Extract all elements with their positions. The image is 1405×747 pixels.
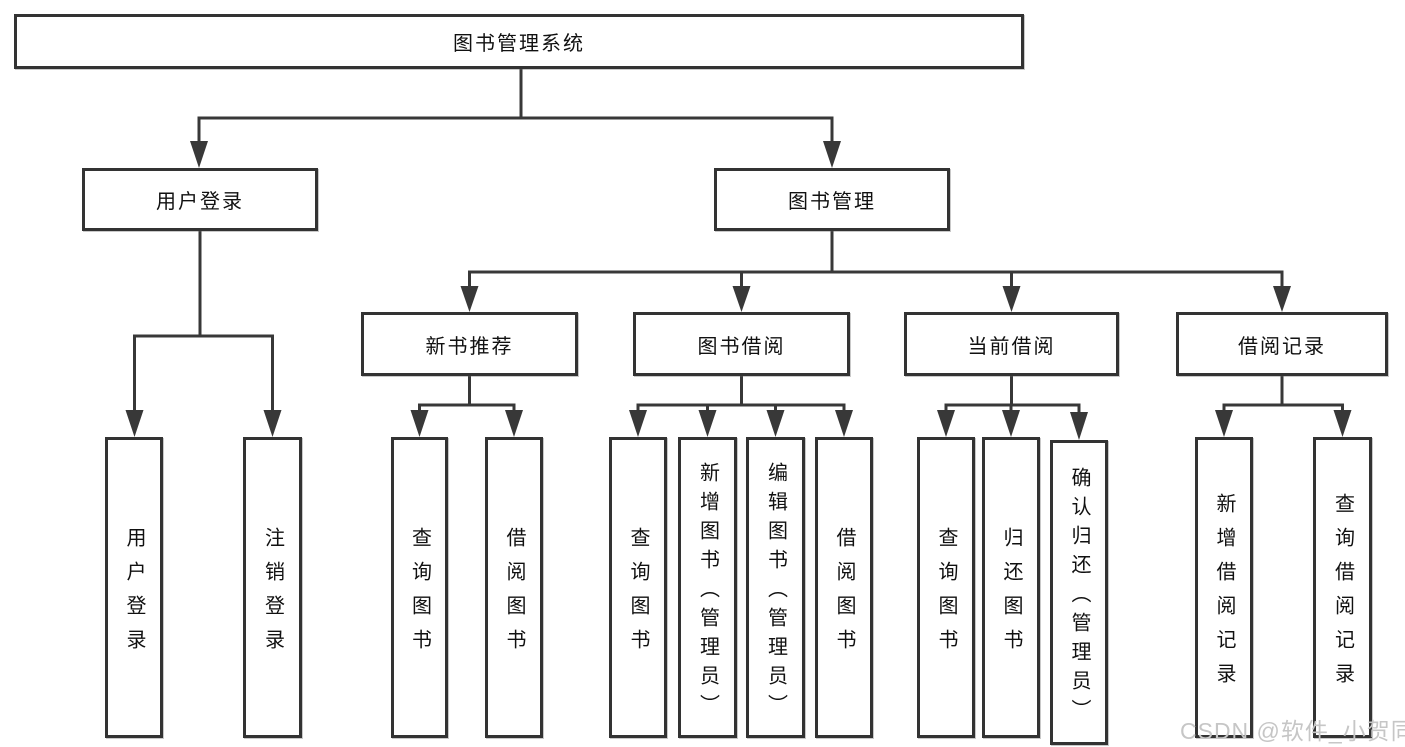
leaf-query-book: 查询图书 [391, 437, 448, 738]
node-label: 用户登录 [156, 191, 244, 213]
node-label: 图书管理系统 [453, 33, 585, 55]
node-new-book-recommend: 新书推荐 [361, 312, 578, 376]
node-root-system: 图书管理系统 [14, 14, 1024, 69]
leaf-label: 借阅图书 [833, 526, 855, 663]
leaf-label: 归还图书 [1000, 526, 1022, 663]
leaf-label: 用户登录 [123, 526, 145, 663]
leaf-user-login: 用户登录 [105, 437, 163, 738]
node-book-borrow: 图书借阅 [633, 312, 850, 376]
leaf-confirm-return-admin: 确认归还（管理员） [1050, 440, 1108, 745]
leaf-label: 借阅图书 [503, 526, 525, 663]
leaf-label: 查询图书 [935, 526, 957, 663]
leaf-label: 新增图书（管理员） [696, 461, 719, 723]
node-label: 图书管理 [788, 191, 876, 213]
leaf-query-book: 查询图书 [917, 437, 975, 738]
leaf-label: 注销登录 [261, 526, 284, 663]
leaf-return-book: 归还图书 [982, 437, 1040, 738]
leaf-label: 新增借阅记录 [1213, 492, 1235, 697]
node-label: 新书推荐 [425, 335, 514, 358]
leaf-label: 查询图书 [408, 526, 431, 663]
node-book-management: 图书管理 [714, 168, 950, 231]
leaf-add-borrow-record: 新增借阅记录 [1195, 437, 1253, 738]
leaf-logout: 注销登录 [243, 437, 302, 738]
leaf-borrow-book: 借阅图书 [815, 437, 873, 738]
leaf-label: 查询借阅记录 [1331, 492, 1354, 697]
leaf-borrow-book: 借阅图书 [485, 437, 543, 738]
leaf-edit-book-admin: 编辑图书（管理员） [746, 437, 805, 738]
node-current-borrow: 当前借阅 [904, 312, 1119, 376]
node-borrow-records: 借阅记录 [1176, 312, 1388, 376]
node-user-login: 用户登录 [82, 168, 318, 231]
leaf-label: 编辑图书（管理员） [764, 461, 787, 723]
node-label: 图书借阅 [697, 335, 786, 358]
leaf-add-book-admin: 新增图书（管理员） [678, 437, 737, 738]
node-label: 借阅记录 [1238, 335, 1326, 358]
leaf-query-book: 查询图书 [609, 437, 667, 738]
node-label: 当前借阅 [967, 335, 1056, 358]
watermark: CSDN @软件_小贺同学 [1180, 718, 1405, 744]
leaf-label: 查询图书 [627, 526, 649, 663]
leaf-label: 确认归还（管理员） [1068, 466, 1090, 728]
leaf-query-borrow-record: 查询借阅记录 [1313, 437, 1372, 738]
